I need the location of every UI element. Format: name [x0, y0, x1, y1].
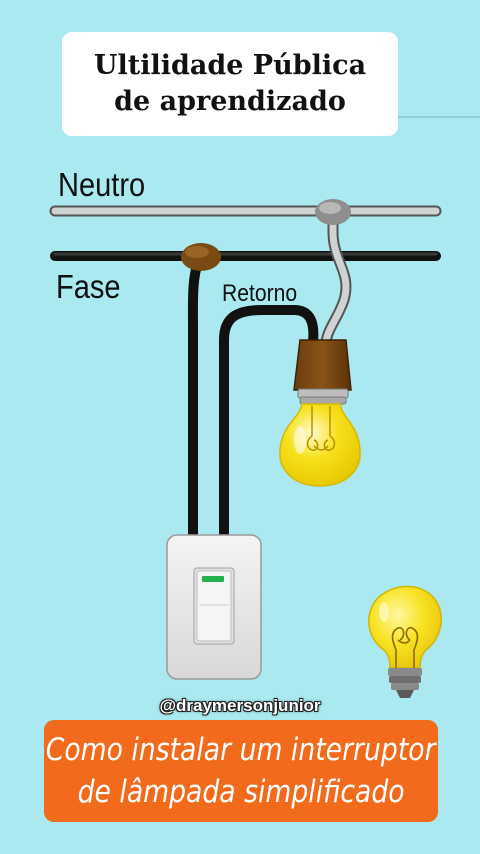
phase-drop-wire [187, 257, 203, 543]
light-bulb-idea-icon [368, 585, 442, 698]
return-label: Retorno [222, 280, 298, 307]
phase-junction [181, 243, 221, 271]
title-line-2: de aprendizado [114, 86, 346, 117]
return-wire [219, 305, 319, 543]
caption-banner: Como instalar um interruptor de lâmpada … [44, 720, 438, 822]
title-line-1: Ultilidade Pública [93, 50, 367, 81]
neutral-label: Neutro [58, 166, 146, 203]
light-bulb-icon [279, 339, 361, 487]
neutral-junction [315, 199, 351, 225]
phase-wire [50, 251, 441, 261]
header-divider [345, 116, 480, 118]
caption-line-2: de lâmpada simplificado [77, 774, 405, 810]
author-handle: @draymersonjunior [159, 696, 321, 715]
wall-switch-icon [166, 534, 262, 680]
title-card: Ultilidade Pública de aprendizado [62, 32, 398, 136]
caption-line-1: Como instalar um interruptor [46, 732, 436, 768]
phase-label: Fase [56, 268, 121, 305]
neutral-drop-wire [320, 208, 352, 348]
